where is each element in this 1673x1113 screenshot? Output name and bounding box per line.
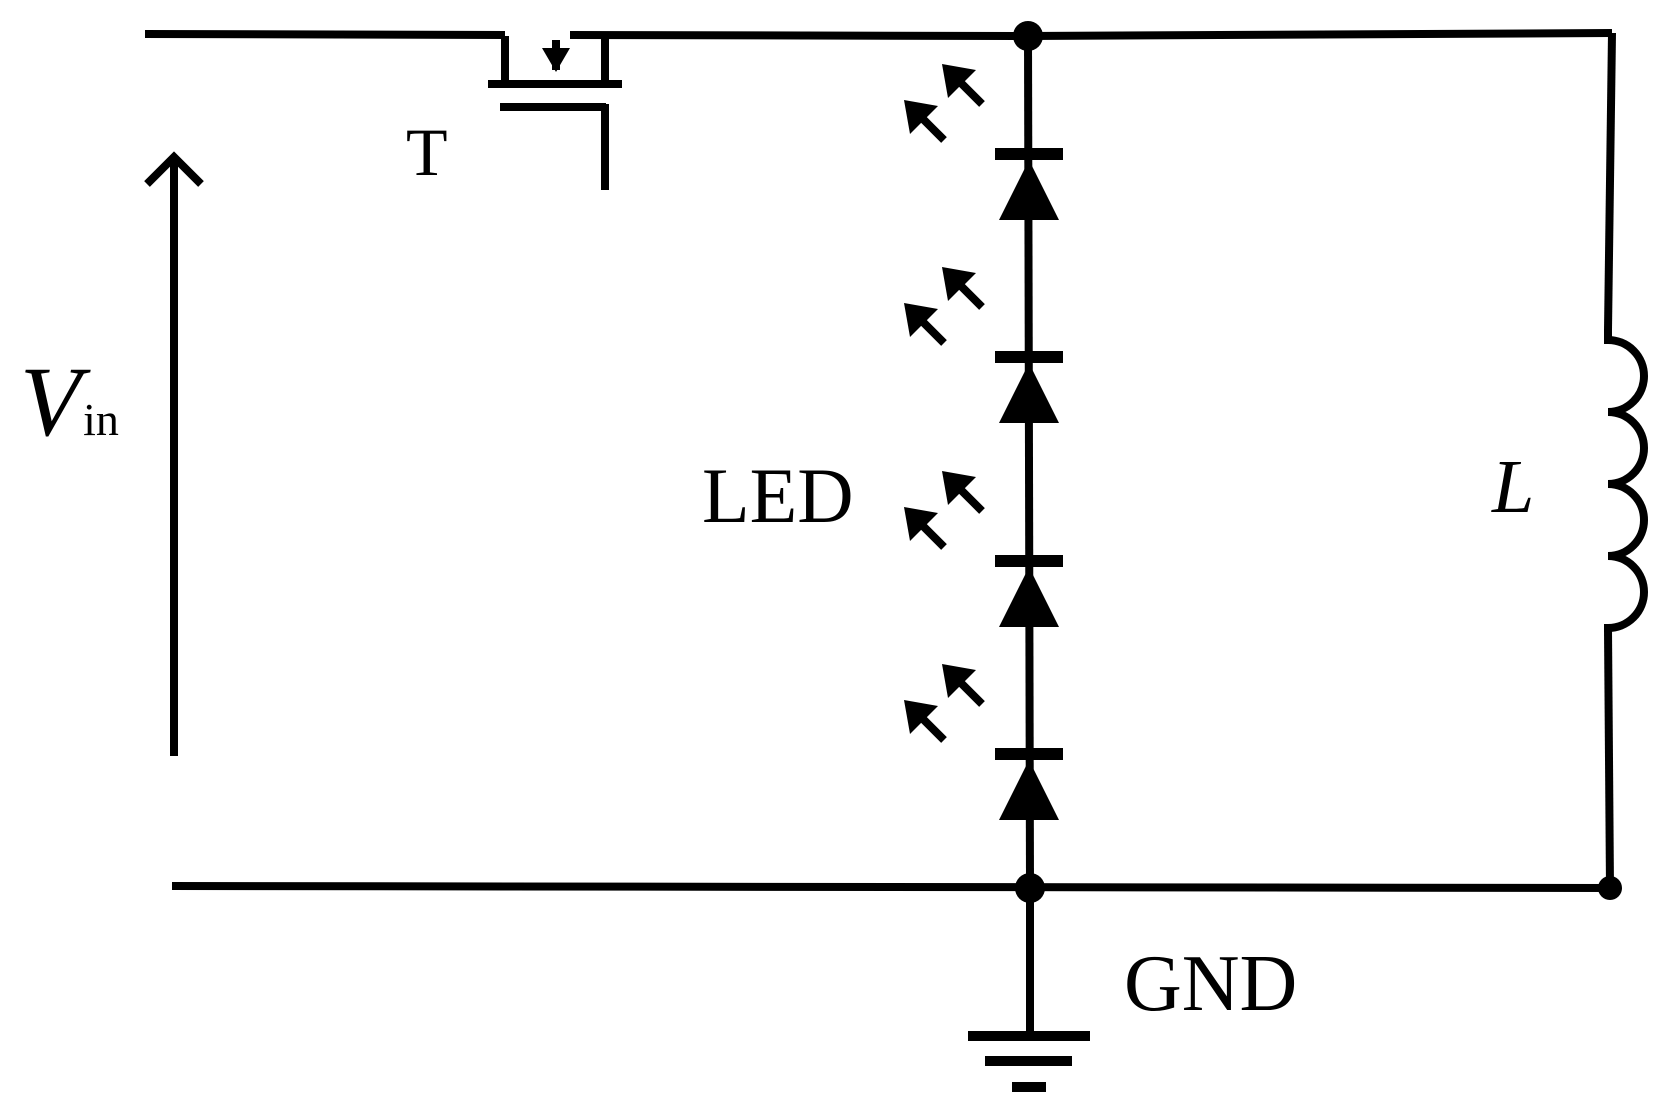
wire-top-middle bbox=[569, 31, 1029, 40]
light-emission-arrow-icon bbox=[942, 64, 985, 107]
wire-right-upper bbox=[1604, 32, 1616, 331]
led-diode-icon bbox=[995, 351, 1063, 423]
led-diode-icon bbox=[995, 148, 1063, 220]
light-emission-arrow-icon bbox=[942, 471, 985, 514]
wire-bottom bbox=[171, 882, 1611, 892]
vin-label: Vin bbox=[20, 346, 119, 457]
light-emission-arrow-icon bbox=[942, 664, 985, 707]
wire-top-left bbox=[144, 30, 506, 39]
voltage-arrow-icon bbox=[144, 151, 204, 756]
ground-label: GND bbox=[1124, 940, 1297, 1028]
mosfet-arrow-icon bbox=[542, 48, 570, 72]
light-emission-arrow-icon bbox=[904, 700, 947, 743]
light-emission-arrow-icon bbox=[942, 267, 985, 310]
junction-dot-icon bbox=[1013, 21, 1043, 51]
inductor-label: L bbox=[1491, 445, 1534, 529]
light-emission-arrow-icon bbox=[904, 507, 947, 550]
led-string bbox=[904, 64, 1063, 820]
wire-top-right bbox=[1027, 29, 1613, 40]
wire-right-lower bbox=[1604, 629, 1614, 889]
inductor-coil-icon bbox=[1604, 330, 1648, 632]
light-emission-arrow-icon bbox=[904, 100, 947, 143]
junction-dot-icon bbox=[1015, 873, 1045, 903]
vin-label-main: V bbox=[20, 346, 91, 457]
led-label: LED bbox=[702, 452, 854, 539]
led-diode-icon bbox=[995, 748, 1063, 820]
transistor-label: T bbox=[406, 114, 448, 190]
led-diode-icon bbox=[995, 555, 1063, 627]
vin-label-subscript: in bbox=[83, 394, 119, 445]
junction-dot-icon bbox=[1598, 876, 1622, 900]
ground-symbol-icon bbox=[968, 1031, 1090, 1092]
light-emission-arrow-icon bbox=[904, 303, 947, 346]
